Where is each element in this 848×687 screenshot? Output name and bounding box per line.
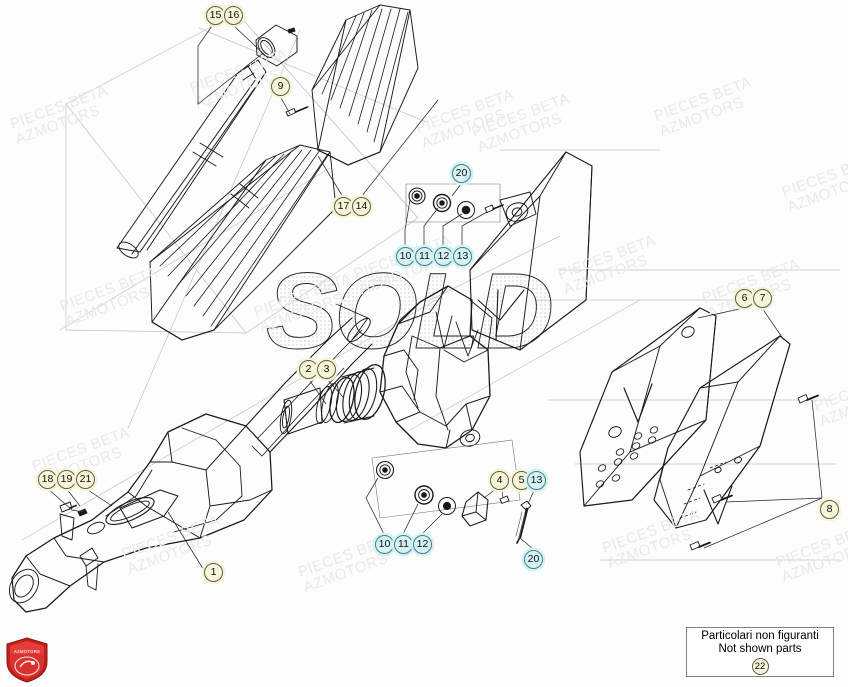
callout-exhaust-spring[interactable]: 2 (299, 360, 318, 379)
callout-spacer-lower[interactable]: 12 (413, 535, 432, 554)
callout-exhaust-gasket-header[interactable]: 21 (76, 470, 95, 489)
callout-washer-lower[interactable]: 10 (375, 535, 394, 554)
callout-heat-shield-guard[interactable]: 7 (753, 289, 772, 308)
callout-washer[interactable]: 10 (396, 247, 415, 266)
callout-heat-shield-upper[interactable]: 17 (334, 197, 353, 216)
shield-icon (6, 637, 48, 683)
callout-exhaust-header-pipe[interactable]: 1 (204, 563, 223, 582)
callout-mounting-bolt-upper[interactable]: 20 (452, 164, 471, 183)
callout-collar-lower[interactable]: 13 (527, 471, 546, 490)
callout-silencer-screw[interactable]: 9 (271, 77, 290, 96)
logo-text: AZMOTORS (13, 649, 41, 654)
callout-rubber-mount[interactable]: 4 (490, 471, 509, 490)
callout-mounting-bolt-lower[interactable]: 20 (524, 550, 543, 569)
callout-grommet-lower[interactable]: 11 (394, 535, 413, 554)
legend-line-italian: Particolari non figuranti (701, 630, 819, 642)
callout-collar[interactable]: 13 (453, 247, 472, 266)
callout-silencer-body[interactable]: 14 (352, 197, 371, 216)
legend-badge-22[interactable]: 22 (751, 658, 769, 675)
callout-heat-shield-plate[interactable]: 6 (735, 289, 754, 308)
callout-silencer-end-cap[interactable]: 16 (224, 6, 243, 25)
callout-silencer-end-cap-clamp[interactable]: 15 (206, 6, 225, 25)
callout-grommet[interactable]: 11 (415, 247, 434, 266)
azmotors-logo[interactable]: AZMOTORS (4, 636, 50, 684)
callout-shield-screw[interactable]: 8 (820, 500, 839, 519)
callout-spacer[interactable]: 12 (434, 247, 453, 266)
not-shown-parts-legend: Particolari non figuranti Not shown part… (686, 627, 834, 677)
callout-exhaust-gasket[interactable]: 3 (317, 360, 336, 379)
legend-line-english: Not shown parts (718, 643, 802, 655)
callout-exhaust-stud[interactable]: 19 (57, 470, 76, 489)
callout-exhaust-nut[interactable]: 18 (38, 470, 57, 489)
